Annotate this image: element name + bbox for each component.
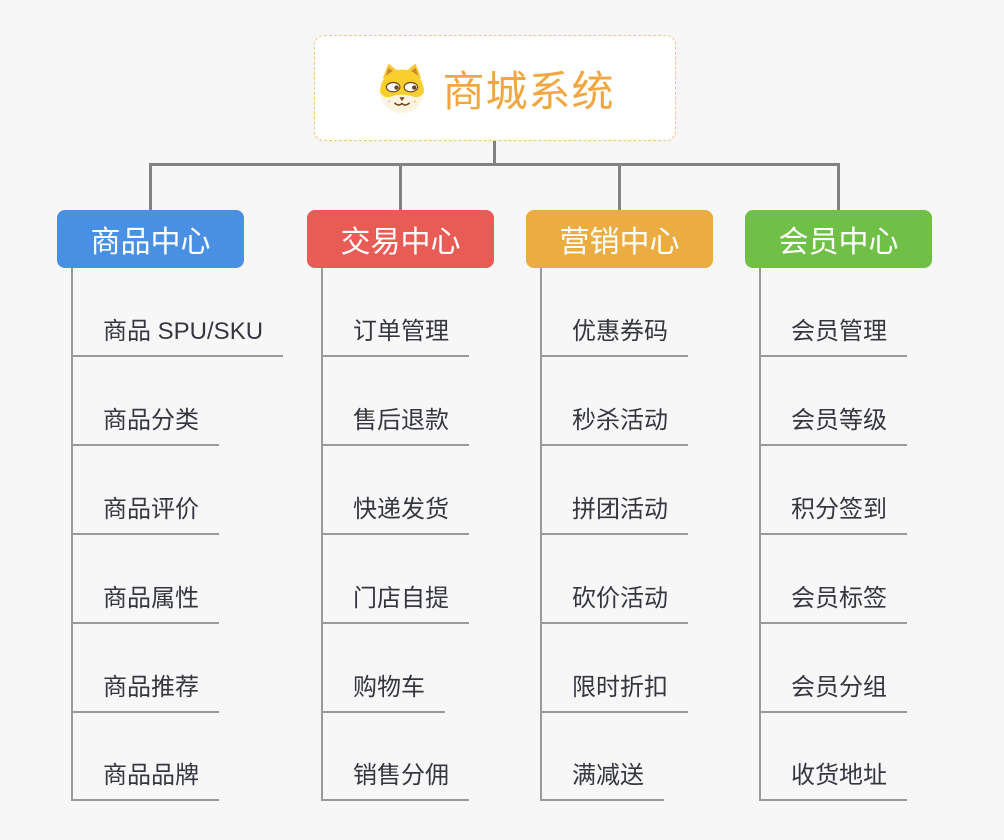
child-node[interactable]: 优惠券码 <box>542 317 688 357</box>
branch-label: 营销中心 <box>559 226 680 259</box>
child-node[interactable]: 商品 SPU/SKU <box>73 317 284 357</box>
child-node[interactable]: 秒杀活动 <box>542 406 688 446</box>
child-node[interactable]: 会员标签 <box>761 584 907 624</box>
branch-node-product-center[interactable]: 商品中心 <box>57 210 244 268</box>
child-node[interactable]: 购物车 <box>323 673 445 713</box>
child-node[interactable]: 会员管理 <box>761 317 907 357</box>
root-node[interactable]: 商城系统 <box>314 35 676 141</box>
child-node[interactable]: 商品属性 <box>73 584 219 624</box>
connector-drop-3 <box>618 163 621 210</box>
child-node[interactable]: 拼团活动 <box>542 495 688 535</box>
root-node-label: 商城系统 <box>442 67 615 115</box>
branch-column-member: 会员管理 会员等级 积分签到 会员标签 会员分组 收货地址 <box>759 268 996 801</box>
child-node[interactable]: 会员等级 <box>761 406 907 446</box>
branch-node-marketing-center[interactable]: 营销中心 <box>526 210 713 268</box>
child-node[interactable]: 会员分组 <box>761 673 907 713</box>
branch-label: 商品中心 <box>90 226 211 259</box>
child-node[interactable]: 收货地址 <box>761 761 907 801</box>
child-node[interactable]: 商品分类 <box>73 406 219 446</box>
connector-root-drop <box>493 141 496 164</box>
child-node[interactable]: 订单管理 <box>323 317 469 357</box>
connector-horizontal <box>149 163 840 166</box>
connector-drop-2 <box>399 163 402 210</box>
dog-face-icon <box>380 63 425 114</box>
child-node[interactable]: 门店自提 <box>323 584 469 624</box>
child-node[interactable]: 限时折扣 <box>542 673 688 713</box>
child-node[interactable]: 商品推荐 <box>73 673 219 713</box>
branch-label: 交易中心 <box>340 226 461 259</box>
child-node[interactable]: 快递发货 <box>323 495 469 535</box>
child-node[interactable]: 砍价活动 <box>542 584 688 624</box>
child-node[interactable]: 销售分佣 <box>323 761 469 801</box>
branch-column-product: 商品 SPU/SKU 商品分类 商品评价 商品属性 商品推荐 商品品牌 <box>71 268 308 801</box>
branch-node-member-center[interactable]: 会员中心 <box>745 210 932 268</box>
child-node[interactable]: 商品品牌 <box>73 761 219 801</box>
branch-label: 会员中心 <box>778 226 899 259</box>
child-node[interactable]: 售后退款 <box>323 406 469 446</box>
connector-drop-4 <box>837 163 840 210</box>
child-node[interactable]: 商品评价 <box>73 495 219 535</box>
branch-node-trade-center[interactable]: 交易中心 <box>307 210 494 268</box>
child-node[interactable]: 满减送 <box>542 761 664 801</box>
connector-drop-1 <box>149 163 152 210</box>
branch-column-trade: 订单管理 售后退款 快递发货 门店自提 购物车 销售分佣 <box>321 268 558 801</box>
child-node[interactable]: 积分签到 <box>761 495 907 535</box>
branch-column-marketing: 优惠券码 秒杀活动 拼团活动 砍价活动 限时折扣 满减送 <box>540 268 777 801</box>
